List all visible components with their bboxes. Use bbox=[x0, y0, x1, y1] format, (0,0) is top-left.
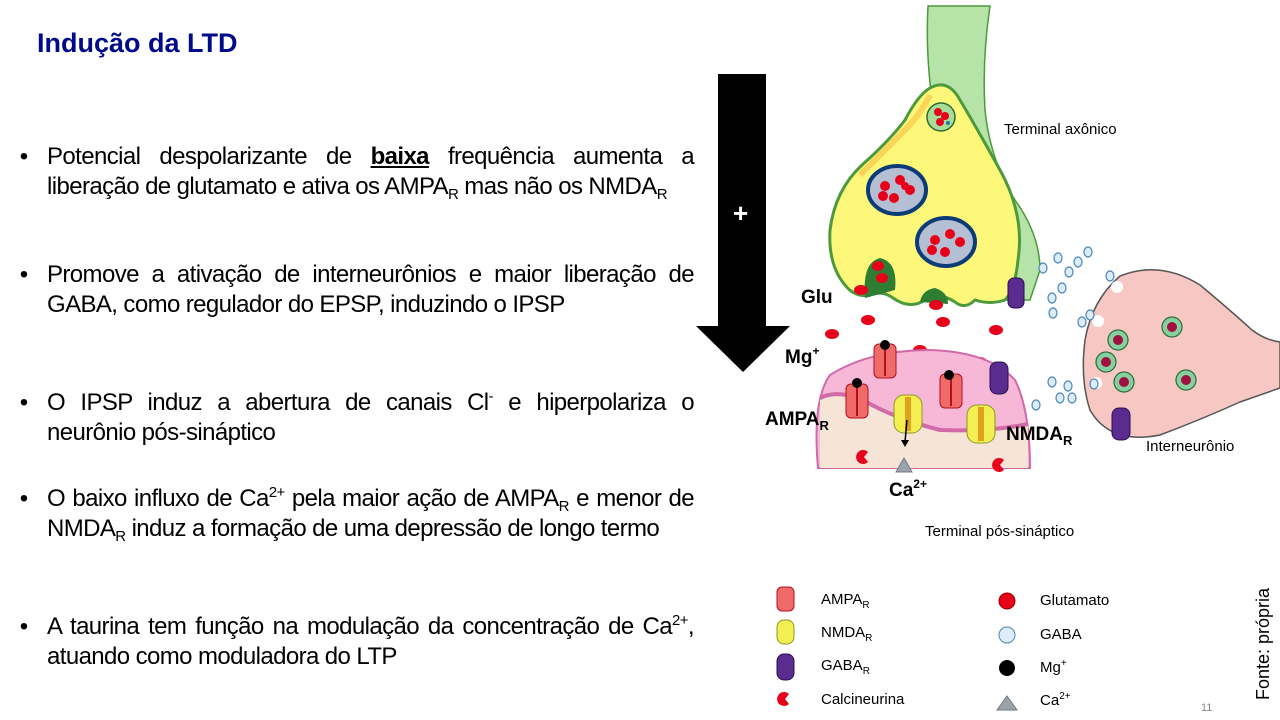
legend-item-ca: Ca2+ bbox=[1040, 691, 1071, 710]
gaba-icon bbox=[998, 626, 1016, 644]
label-mg: Mg+ bbox=[785, 344, 820, 368]
nmda-receptor-icon bbox=[893, 394, 923, 434]
ampa-receptor-icon bbox=[845, 378, 869, 419]
label-interneuron: Interneurônio bbox=[1146, 438, 1235, 455]
bullet-dot: • bbox=[19, 143, 29, 170]
label-ampa: AMPAR bbox=[765, 409, 829, 433]
calcineurin-icon bbox=[856, 450, 868, 464]
calcineurin-icon bbox=[777, 692, 789, 706]
postsynaptic-terminal bbox=[815, 340, 1032, 473]
bullet-dot: • bbox=[19, 613, 29, 640]
label-axon-terminal: Terminal axônico bbox=[1004, 121, 1117, 138]
gaba-receptor-icon bbox=[1111, 407, 1131, 441]
calcineurin-icon bbox=[992, 458, 1004, 473]
bullet-item: • O IPSP induz a abertura de canais Cl- … bbox=[14, 388, 695, 448]
bullet-dot: • bbox=[19, 485, 29, 512]
slide-title: Indução da LTD bbox=[37, 28, 238, 58]
ampa-receptor-icon bbox=[939, 370, 963, 409]
calcium-icon bbox=[895, 456, 913, 473]
legend-item-nmda: NMDAR bbox=[821, 624, 873, 644]
gaba-receptor-icon bbox=[989, 361, 1009, 395]
legend-item-ampa: AMPAR bbox=[821, 591, 870, 611]
legend-item-gaba: GABA bbox=[1040, 626, 1082, 643]
ampa-receptor-icon bbox=[776, 586, 795, 612]
glutamate-icon bbox=[998, 592, 1016, 610]
plus-icon: + bbox=[733, 198, 749, 228]
calcium-icon bbox=[996, 695, 1018, 711]
bullet-dot: • bbox=[19, 389, 29, 416]
magnesium-icon bbox=[999, 660, 1015, 676]
page-number: 11 bbox=[1201, 702, 1213, 714]
legend-item-gabar: GABAR bbox=[821, 657, 870, 677]
bullet-item: • Promove a ativação de interneurônios e… bbox=[14, 260, 695, 320]
bullet-item: • A taurina tem função na modulação da c… bbox=[14, 612, 695, 672]
bullet-item: • O baixo influxo de Ca2+ pela maior açã… bbox=[14, 484, 695, 544]
label-calcium: Ca2+ bbox=[889, 477, 927, 501]
legend-item-calcineurin: Calcineurina bbox=[821, 691, 905, 708]
legend-item-mg: Mg+ bbox=[1040, 658, 1067, 677]
label-postsynaptic: Terminal pós-sináptico bbox=[925, 523, 1075, 540]
source-credit: Fonte: própria bbox=[1253, 587, 1273, 700]
emphasis-baixa: baixa bbox=[370, 143, 430, 170]
label-nmda: NMDAR bbox=[1006, 424, 1073, 448]
label-glu: Glu bbox=[801, 287, 833, 308]
legend-icons bbox=[776, 586, 1018, 711]
nmda-receptor-icon bbox=[776, 619, 795, 645]
legend-item-glutamate: Glutamato bbox=[1040, 592, 1110, 609]
gaba-receptor-icon bbox=[776, 653, 795, 681]
axon-terminal bbox=[828, 5, 1041, 309]
bullet-item: • Potencial despolarizante de baixa freq… bbox=[14, 142, 695, 202]
ampa-receptor-icon bbox=[873, 340, 897, 379]
bullet-dot: • bbox=[19, 261, 29, 288]
nmda-receptor-icon bbox=[966, 404, 996, 444]
down-arrow-icon bbox=[696, 74, 790, 372]
gaba-molecules bbox=[1031, 246, 1115, 411]
interneuron bbox=[1082, 269, 1280, 441]
